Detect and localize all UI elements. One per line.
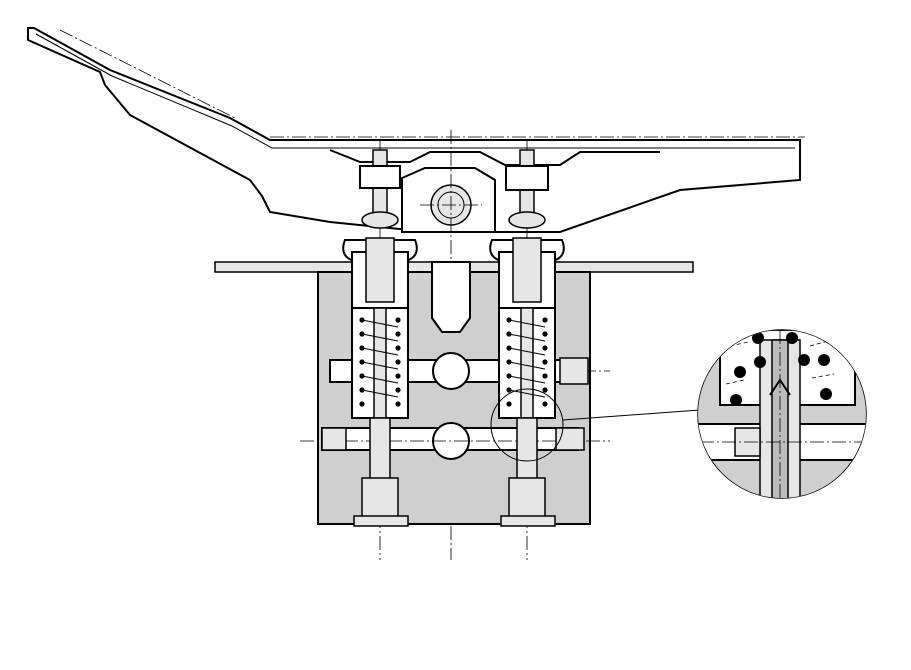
- detail-reference-circle: [490, 388, 564, 462]
- detail-magnifier-icon: [697, 329, 867, 499]
- spring-icon: [506, 317, 548, 407]
- detail-leader-line: [562, 409, 701, 421]
- left-valve-cartridge-icon: [342, 140, 418, 560]
- spring-icon: [359, 317, 401, 407]
- valve-body-section-icon: [300, 261, 610, 525]
- foot-pedal-lever-icon: [27, 27, 805, 233]
